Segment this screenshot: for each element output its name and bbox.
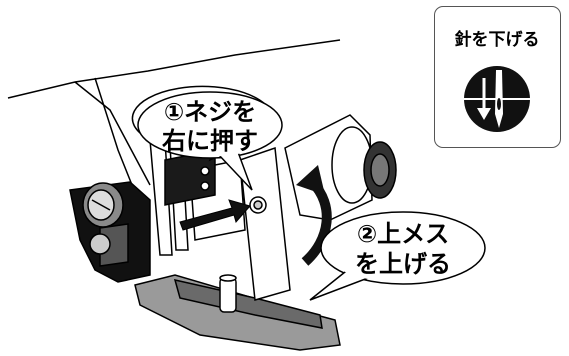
- push-arrow: [179, 199, 251, 231]
- callout-raise-line1: ②上メス: [356, 220, 450, 248]
- presser-foot: [134, 274, 341, 351]
- needle-position-inset: 針を下げる: [434, 6, 561, 148]
- upper-knife: [239, 146, 291, 301]
- side-cover: [284, 114, 397, 221]
- needle-down-icon: [464, 66, 530, 132]
- callout-bubble-2: [309, 211, 486, 301]
- callout-bubble-1: [131, 85, 283, 191]
- callout-loosen-line2: 右に押す: [162, 127, 258, 155]
- inset-title: 針を下げる: [454, 30, 540, 50]
- callout-raise-line2: を上げる: [355, 250, 451, 278]
- raise-arrow: [296, 165, 332, 266]
- callout-loosen-line1: ①ネジを: [163, 98, 257, 126]
- adjust-knob: [82, 182, 124, 255]
